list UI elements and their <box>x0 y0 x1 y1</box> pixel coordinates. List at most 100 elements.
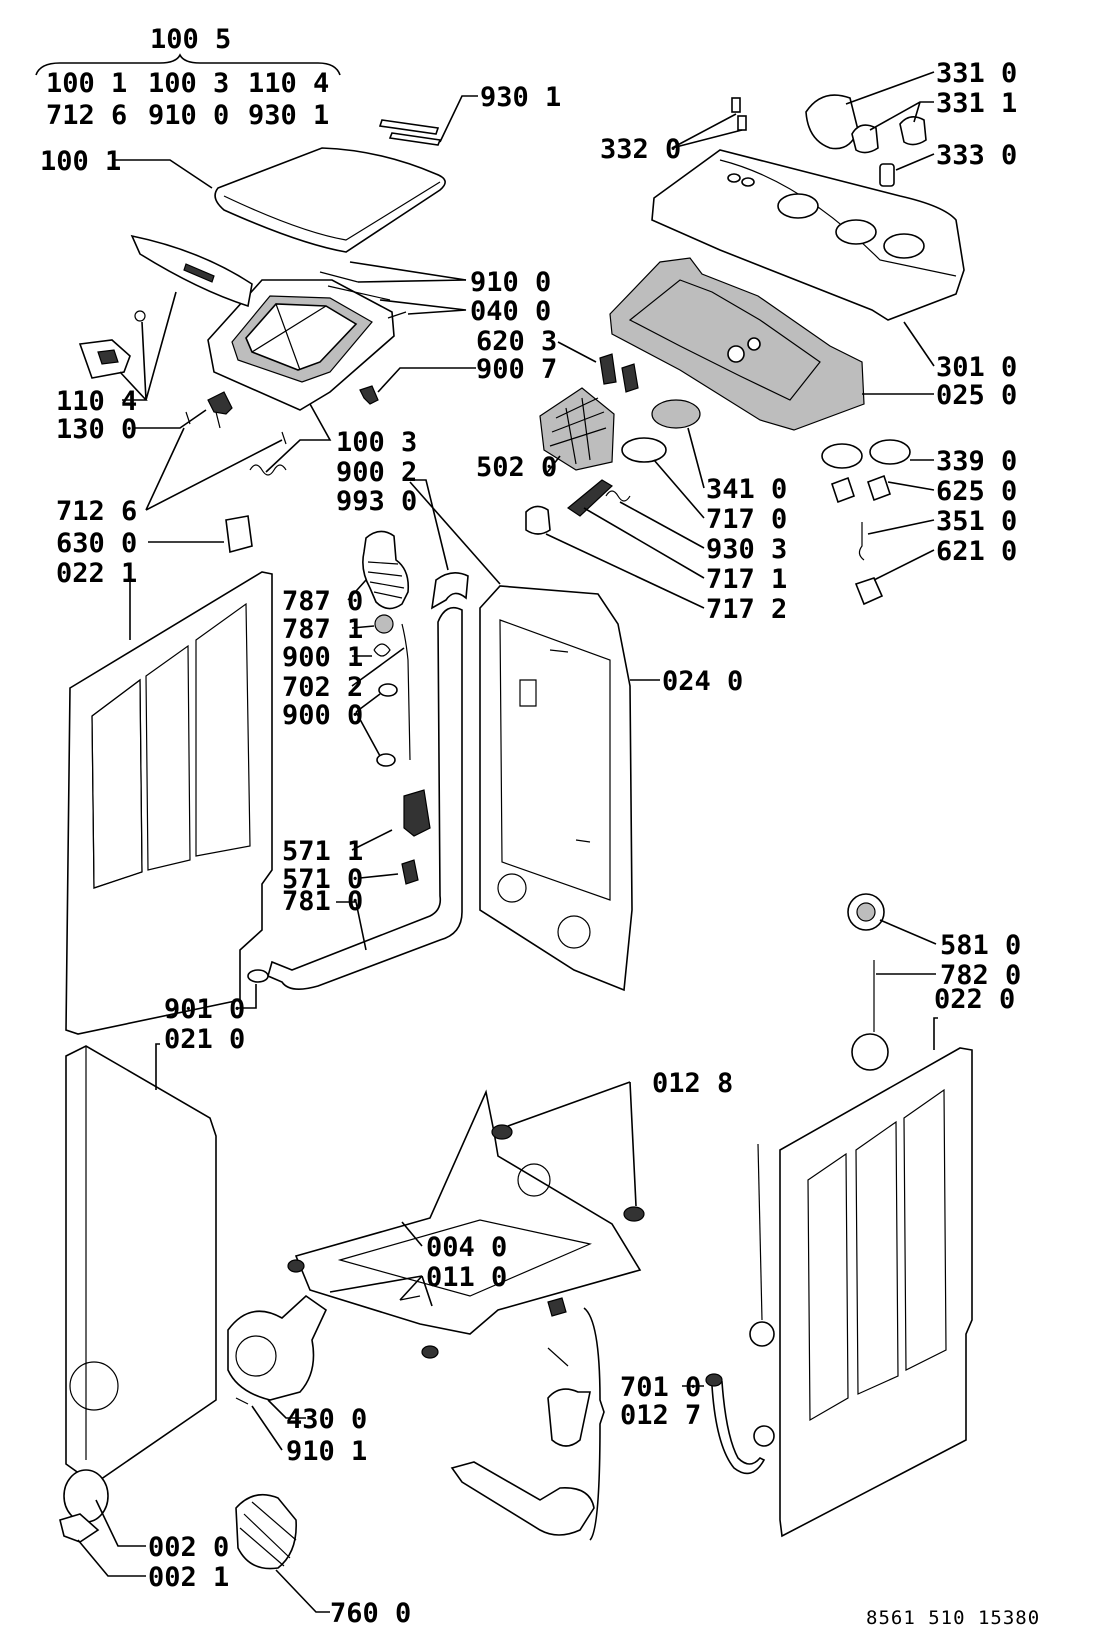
button-333-0 <box>879 163 895 187</box>
door-002-0 <box>63 1469 109 1523</box>
disc-339-0-b <box>869 439 911 465</box>
kit-item-712-6: 712 6 <box>46 100 127 131</box>
callout-100-3: 100 3 <box>336 427 417 458</box>
hose-clip-900-1 <box>373 643 391 657</box>
callout-012-7: 012 7 <box>620 1400 701 1431</box>
pump-assembly: 430 0 910 1 760 0 <box>227 1294 411 1629</box>
wire-351-0 <box>858 522 865 561</box>
hinge-130-0 <box>207 391 233 415</box>
clamp-787-1 <box>374 614 394 634</box>
callout-901-0: 901 0 <box>164 994 245 1025</box>
hoses: 787 0 787 1 900 1 702 2 900 0 993 0 900 … <box>164 457 501 1025</box>
callout-910-0: 910 0 <box>470 267 551 298</box>
callout-333-0: 333 0 <box>936 140 1017 171</box>
foot-012-8-a <box>491 1124 513 1140</box>
clip-900-7 <box>359 385 379 405</box>
callout-022-1: 022 1 <box>56 558 137 589</box>
lid-100-1 <box>214 147 446 253</box>
callout-930-3: 930 3 <box>706 534 787 565</box>
callout-900-7: 900 7 <box>476 354 557 385</box>
kit-item-930-1: 930 1 <box>248 100 329 131</box>
callout-012-8: 012 8 <box>652 1068 733 1099</box>
callout-930-1: 930 1 <box>480 82 561 113</box>
callout-717-1: 717 1 <box>706 564 787 595</box>
indicator-332-0-b <box>737 115 747 131</box>
kit-item-110-4: 110 4 <box>248 68 329 99</box>
back-panel-024-0 <box>479 585 633 992</box>
callout-781-0: 781 0 <box>282 886 363 917</box>
callout-100-1: 100 1 <box>40 146 121 177</box>
drawing-number: 8561 510 15380 <box>866 1607 1040 1629</box>
clamp-900-0-b <box>376 753 396 767</box>
lid-assembly: 930 1 100 1 910 0 040 0 110 4 130 0 <box>40 82 561 527</box>
drain-hose-781-0 <box>267 606 463 990</box>
callout-900-2: 900 2 <box>336 457 417 488</box>
callout-571-1: 571 1 <box>282 836 363 867</box>
callout-430-0: 430 0 <box>286 1404 367 1435</box>
hose-hook-993-0 <box>430 572 469 610</box>
control-panel: 331 0 331 1 332 0 333 0 301 0 025 0 620 <box>476 58 1017 625</box>
disc-339-0-a <box>821 443 863 469</box>
lever-717-1 <box>566 479 613 517</box>
callout-341-0: 341 0 <box>706 474 787 505</box>
back-panel: 024 0 <box>479 585 743 992</box>
kit-group: 100 5 100 1 100 3 110 4 712 6 910 0 930 … <box>35 24 341 131</box>
callout-625-0: 625 0 <box>936 476 1017 507</box>
callout-331-1: 331 1 <box>936 88 1017 119</box>
bushing-717-2 <box>525 505 551 535</box>
base-frame: 004 0 011 0 012 8 <box>287 1068 733 1359</box>
kit-item-100-3: 100 3 <box>148 68 229 99</box>
control-fascia-301-0 <box>651 149 965 321</box>
cam-717-0 <box>621 437 667 463</box>
callout-712-6: 712 6 <box>56 496 137 527</box>
callout-717-0: 717 0 <box>706 504 787 535</box>
callout-025-0: 025 0 <box>936 380 1017 411</box>
spring-930-3 <box>605 490 631 502</box>
light-625-0-b <box>866 474 892 502</box>
kit-group-title: 100 5 <box>150 24 231 55</box>
kit-item-100-1: 100 1 <box>46 68 127 99</box>
callout-760-0: 760 0 <box>330 1598 411 1629</box>
lid-trim-strip-930-1 <box>378 119 442 146</box>
callout-581-0: 581 0 <box>940 930 1021 961</box>
callout-339-0: 339 0 <box>936 446 1017 477</box>
callout-332-0: 332 0 <box>600 134 681 165</box>
callout-993-0: 993 0 <box>336 486 417 517</box>
torsion-spring <box>249 464 287 476</box>
callout-782-0: 782 0 <box>940 960 1021 991</box>
kit-item-910-0: 910 0 <box>148 100 229 131</box>
callout-011-0: 011 0 <box>426 1262 507 1293</box>
callout-022-0: 022 0 <box>934 984 1015 1015</box>
kit-group-brace <box>35 53 341 76</box>
knob-331-1-a <box>851 124 879 154</box>
callout-910-1: 910 1 <box>286 1436 367 1467</box>
knob-331-1-b <box>899 116 927 146</box>
drain-pump-430-0 <box>227 1294 328 1401</box>
callout-110-4: 110 4 <box>56 386 137 417</box>
inlet-hose-701-0 <box>711 1380 766 1475</box>
switch-621-0 <box>854 577 884 606</box>
timer-502-0 <box>539 387 615 471</box>
callout-571-0: 571 0 <box>282 864 363 895</box>
side-panel-022-0 <box>779 1047 973 1538</box>
suspension-arm <box>450 1461 595 1536</box>
callout-002-1: 002 1 <box>148 1562 229 1593</box>
switch-620-3 <box>599 353 639 393</box>
callout-021-0: 021 0 <box>164 1024 245 1055</box>
front-panel: 021 0 002 0 002 1 <box>59 1024 245 1593</box>
callout-024-0: 024 0 <box>662 666 743 697</box>
callout-040-0: 040 0 <box>470 296 551 327</box>
callout-004-0: 004 0 <box>426 1232 507 1263</box>
callout-351-0: 351 0 <box>936 506 1017 537</box>
knob-base-341-0 <box>651 399 701 429</box>
front-panel-021-0 <box>65 1045 217 1485</box>
filter-cover-630-0 <box>225 515 253 554</box>
callout-621-0: 621 0 <box>936 536 1017 567</box>
callout-331-0: 331 0 <box>936 58 1017 89</box>
side-panel-022-1 <box>65 571 273 1035</box>
inlet-rod <box>757 1143 763 1321</box>
side-panel-left: 630 0 022 1 <box>56 515 273 1035</box>
bellows-hose-787-0 <box>362 530 410 610</box>
sensor-571-0 <box>401 859 419 885</box>
callout-787-1: 787 1 <box>282 614 363 645</box>
